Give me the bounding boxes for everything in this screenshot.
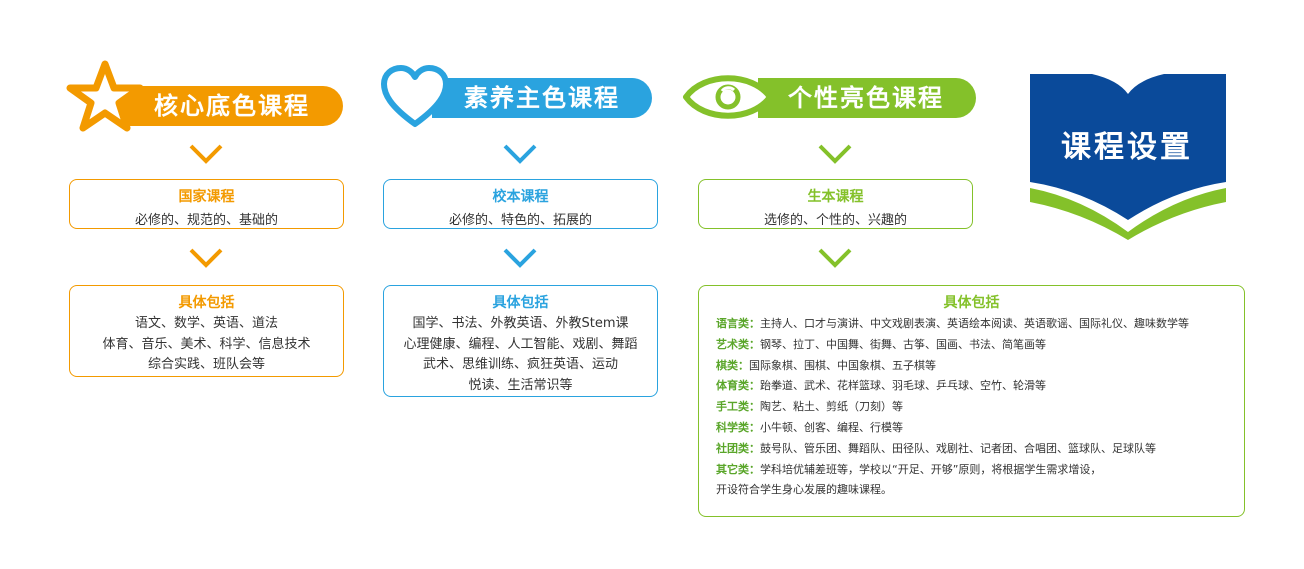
box-subtitle: 选修的、个性的、兴趣的 — [763, 213, 907, 228]
list-item: 语文、数学、英语、道法 — [134, 316, 278, 331]
box-title: 国家课程 — [178, 189, 235, 205]
box-title: 具体包括 — [943, 295, 1000, 311]
chevron-down-icon — [818, 248, 852, 268]
list-item: 语言类：主持人、口才与演讲、中文戏剧表演、英语绘本阅读、英语歌谣、国际礼仪、趣味… — [716, 317, 1189, 330]
heading-core-course: 核心底色课程 — [118, 86, 343, 126]
star-icon — [66, 60, 144, 132]
list-item: 棋类：国际象棋、围棋、中国象棋、五子棋等 — [716, 358, 936, 372]
list-item: 心理健康、编程、人工智能、戏剧、舞蹈 — [403, 336, 638, 352]
box-title: 具体包括 — [178, 295, 235, 311]
box-subtitle: 必修的、规范的、基础的 — [134, 213, 278, 228]
heading-personality-course-label: 个性亮色课程 — [788, 84, 944, 112]
list-item: 科学类：小牛顿、创客、编程、行模等 — [716, 420, 903, 434]
list-item: 手工类：陶艺、粘土、剪纸（刀刻）等 — [716, 400, 903, 414]
list-item: 体育类：跆拳道、武术、花样篮球、羽毛球、乒乓球、空竹、轮滑等 — [716, 379, 1046, 393]
list-item: 艺术类：钢琴、拉丁、中国舞、街舞、古筝、国画、书法、简笔画等 — [716, 337, 1046, 351]
book-title: 课程设置 — [1061, 130, 1193, 165]
chevron-down-icon — [503, 144, 537, 164]
list-item: 悦读、生活常识等 — [468, 377, 573, 393]
list-item: 国学、书法、外教英语、外教Stem课 — [412, 316, 629, 331]
core-details-box: 具体包括 语文、数学、英语、道法 体育、音乐、美术、科学、信息技术 综合实践、班… — [69, 285, 344, 377]
list-item: 社团类：鼓号队、管乐团、舞蹈队、田径队、戏剧社、记者团、合唱团、篮球队、足球队等 — [716, 441, 1156, 455]
list-item: 武术、思维训练、疯狂英语、运动 — [422, 357, 618, 372]
list-item: 体育、音乐、美术、科学、信息技术 — [102, 336, 311, 352]
chevron-down-icon — [503, 248, 537, 268]
list-item: 其它类：学科培优辅差班等，学校以“开足、开够”原则，将根据学生需求增设， — [716, 462, 1102, 476]
heading-literacy-course: 素养主色课程 — [432, 78, 652, 118]
literacy-details-box: 具体包括 国学、书法、外教英语、外教Stem课 心理健康、编程、人工智能、戏剧、… — [383, 285, 658, 397]
school-course-box: 校本课程 必修的、特色的、拓展的 — [383, 179, 658, 229]
chevron-down-icon — [189, 248, 223, 268]
list-item: 综合实践、班队会等 — [147, 357, 265, 372]
chevron-down-icon — [818, 144, 852, 164]
heading-literacy-course-label: 素养主色课程 — [464, 84, 620, 112]
chevron-down-icon — [189, 144, 223, 164]
student-course-box: 生本课程 选修的、个性的、兴趣的 — [698, 179, 973, 229]
personality-details-box: 具体包括 语言类：主持人、口才与演讲、中文戏剧表演、英语绘本阅读、英语歌谣、国际… — [698, 285, 1245, 517]
box-title: 具体包括 — [492, 295, 549, 311]
list-item: 开设符合学生身心发展的趣味课程。 — [716, 483, 892, 497]
heading-core-course-label: 核心底色课程 — [154, 92, 310, 120]
heart-icon — [381, 65, 449, 127]
national-course-box: 国家课程 必修的、规范的、基础的 — [69, 179, 344, 229]
box-title: 生本课程 — [807, 189, 864, 205]
open-book-icon — [1030, 74, 1226, 240]
eye-icon — [683, 75, 773, 119]
box-title: 校本课程 — [492, 189, 549, 205]
box-subtitle: 必修的、特色的、拓展的 — [448, 213, 592, 228]
heading-personality-course: 个性亮色课程 — [758, 78, 976, 118]
